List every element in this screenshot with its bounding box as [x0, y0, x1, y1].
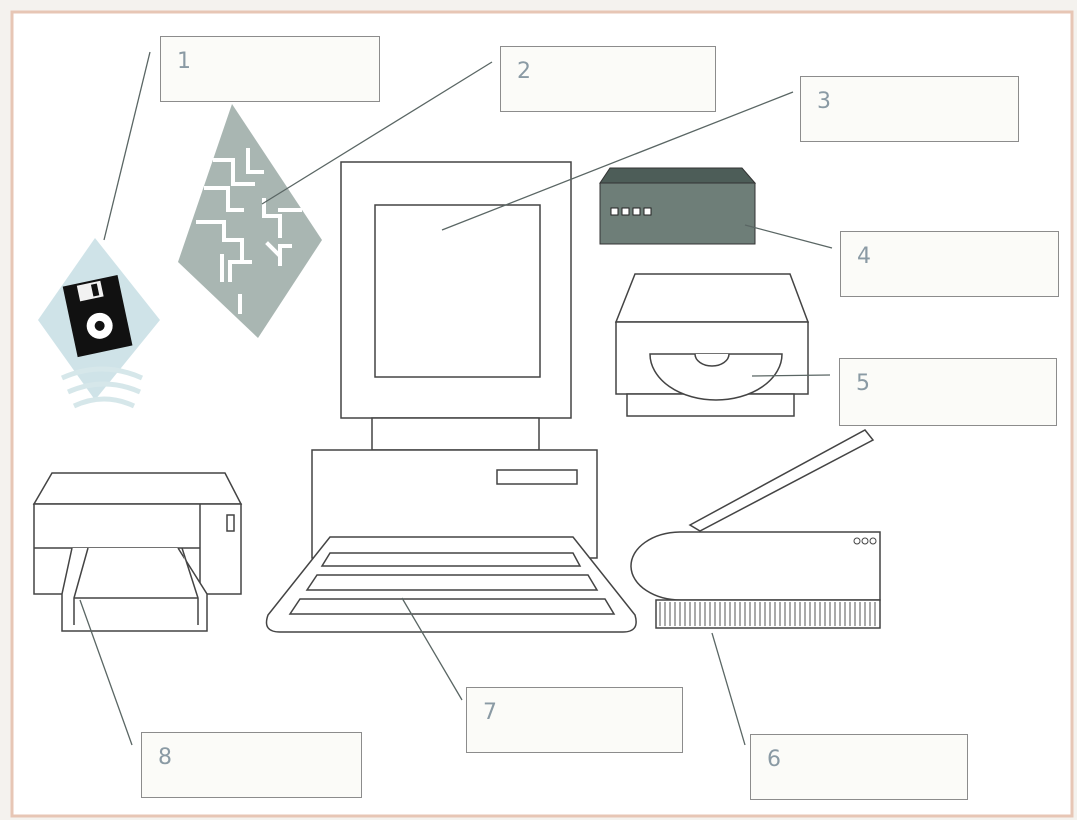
label-box-7[interactable]: 7 [466, 687, 683, 753]
modem-icon [600, 168, 755, 244]
label-number-2: 2 [517, 59, 531, 84]
label-box-4[interactable]: 4 [840, 231, 1059, 297]
label-number-7: 7 [483, 700, 497, 725]
label-box-3[interactable]: 3 [800, 76, 1019, 142]
label-number-1: 1 [177, 49, 191, 74]
cd-drive-icon [616, 274, 808, 416]
label-box-1[interactable]: 1 [160, 36, 380, 102]
keyboard-icon [267, 537, 637, 632]
label-box-6[interactable]: 6 [750, 734, 968, 800]
label-number-8: 8 [158, 745, 172, 770]
label-box-5[interactable]: 5 [839, 358, 1057, 426]
label-box-2[interactable]: 2 [500, 46, 716, 112]
label-number-3: 3 [817, 89, 831, 114]
monitor-icon [341, 162, 571, 450]
label-number-4: 4 [857, 244, 871, 269]
label-number-6: 6 [767, 747, 781, 772]
label-box-8[interactable]: 8 [141, 732, 362, 798]
label-number-5: 5 [856, 371, 870, 396]
